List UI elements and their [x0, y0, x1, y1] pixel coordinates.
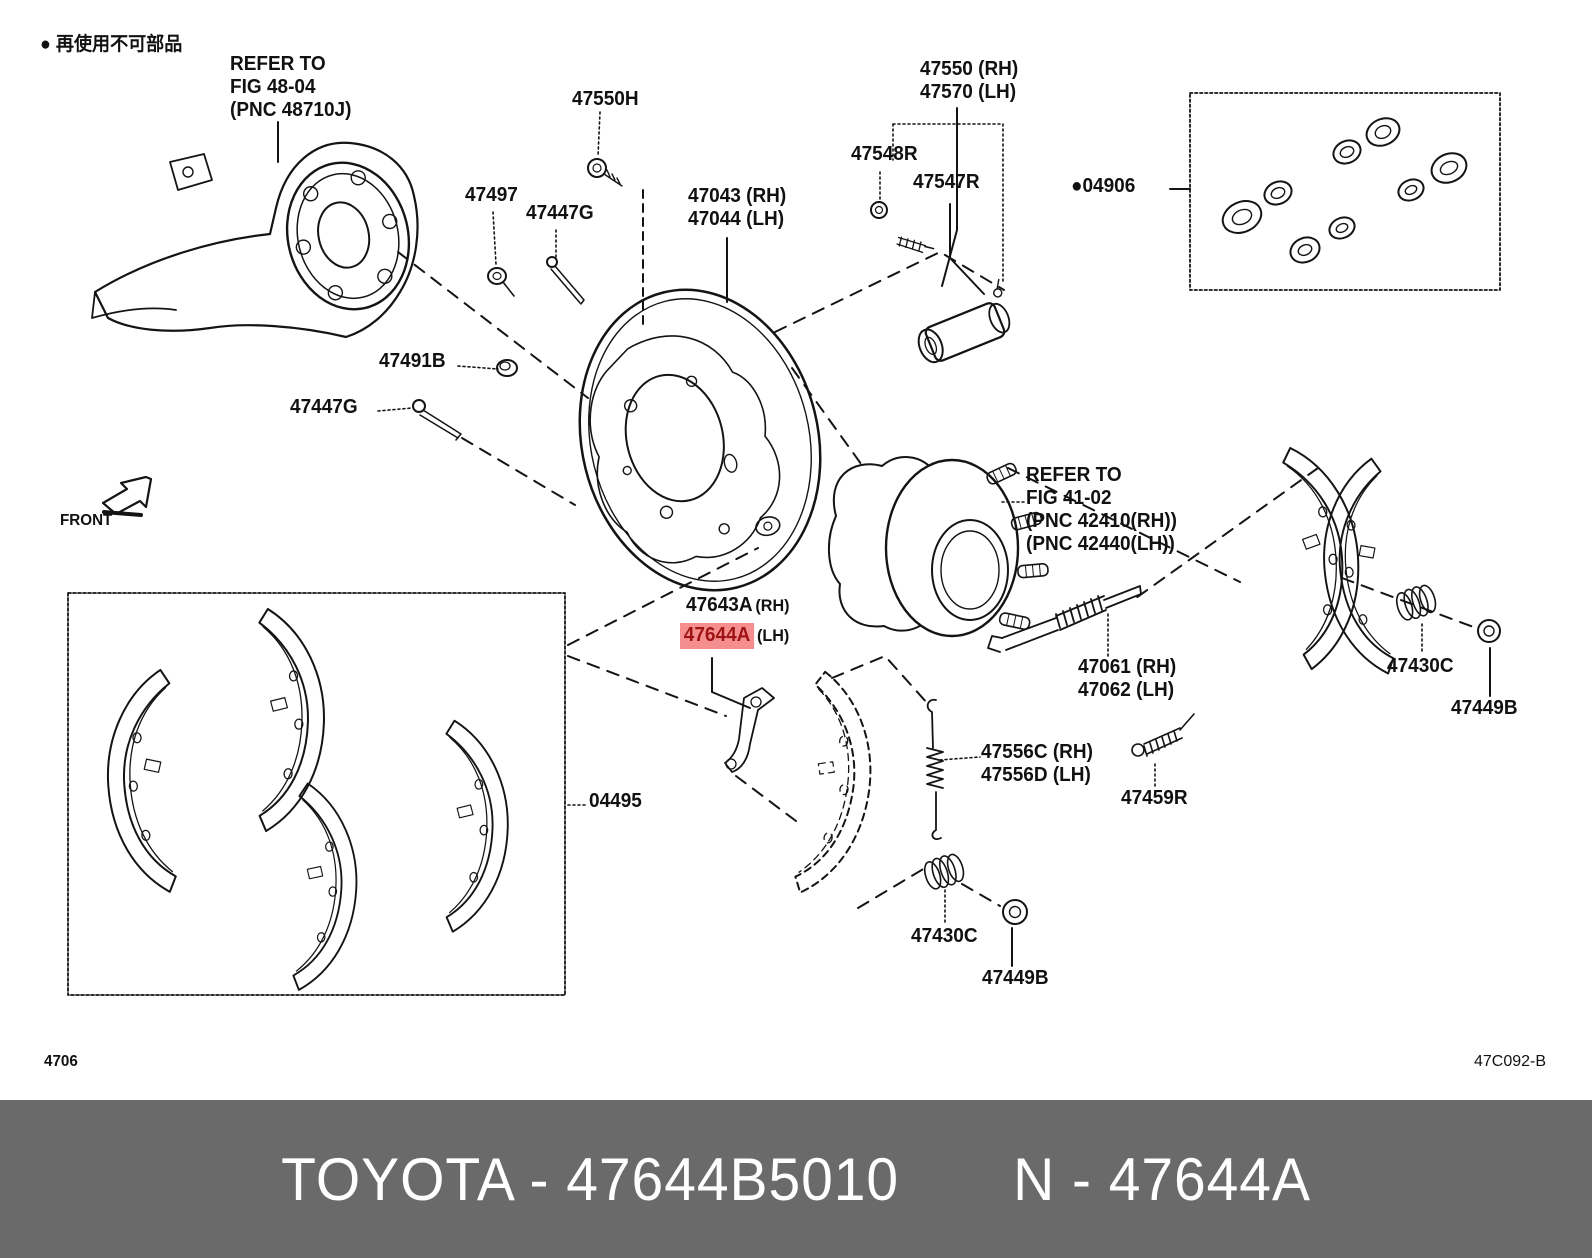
label-47497[interactable]: 47497: [465, 184, 518, 206]
pin-47447g-b-drawing: [412, 399, 462, 441]
label-47547R[interactable]: 47547R: [913, 171, 980, 193]
front-arrow-icon: [101, 475, 153, 517]
drawing-code: 47C092-B: [1474, 1053, 1547, 1070]
figure-code: 4706: [44, 1053, 78, 1070]
label-47550H[interactable]: 47550H: [572, 88, 639, 110]
backing-plate-drawing: [578, 288, 822, 592]
label-47449B-bottom[interactable]: 47449B: [982, 967, 1049, 989]
label-47556C-47556D[interactable]: 47556C (RH)47556D (LH): [981, 741, 1093, 786]
label-47643A[interactable]: 47643A(RH): [686, 594, 790, 616]
label-47449B-right[interactable]: 47449B: [1451, 697, 1518, 719]
label-47491B[interactable]: 47491B: [379, 350, 446, 372]
grommet-bottom-drawing: [1002, 899, 1028, 925]
banner-alt-part-number: N - 47644A: [1013, 1145, 1311, 1213]
nut-47548r-drawing: [870, 201, 888, 219]
wheel-cylinder-drawing: [917, 278, 1011, 364]
note-non-reusable-parts: ● 再使用不可部品: [40, 34, 183, 55]
grommet-right-drawing: [1477, 619, 1501, 643]
banner-brand-part-number: TOYOTA - 47644B5010: [281, 1145, 900, 1213]
note-front: FRONT: [60, 512, 113, 529]
pin-47497-drawing: [487, 267, 515, 297]
label-47447G-lower[interactable]: 47447G: [290, 396, 358, 418]
part-number-banner: TOYOTA - 47644B5010 N - 47644A: [0, 1100, 1592, 1258]
screw-47550h-drawing: [587, 158, 623, 187]
axle-beam-drawing: [91, 141, 419, 339]
label-47644A-highlighted[interactable]: 47644A(LH): [680, 623, 789, 649]
leader-lines-dotted: [377, 111, 1423, 925]
label-47447G-upper[interactable]: 47447G: [526, 202, 594, 224]
part-number-banner-text: TOYOTA - 47644B5010 N - 47644A: [281, 1145, 1311, 1214]
shoe-kit-drawing: [67, 592, 566, 996]
leader-lines-solid: [277, 107, 1491, 967]
parking-lever-drawing: [724, 687, 775, 773]
pin-47447g-a-drawing: [546, 256, 585, 305]
label-04495[interactable]: 04495: [589, 790, 642, 812]
bearing-kit-drawing: [1189, 92, 1501, 291]
hold-spring-bottom-drawing: [923, 853, 965, 890]
label-47459R[interactable]: 47459R: [1121, 787, 1188, 809]
assembly-dashed-lines: [397, 189, 1477, 909]
label-47548R[interactable]: 47548R: [851, 143, 918, 165]
adjuster-drawing: [987, 585, 1142, 653]
hub-bearing-drawing: [827, 456, 1049, 638]
spring-bolt-47547r-drawing: [896, 236, 935, 254]
label-47043-47044[interactable]: 47043 (RH)47044 (LH): [688, 185, 787, 230]
label-47550-47570[interactable]: 47550 (RH)47570 (LH): [920, 58, 1019, 103]
return-spring-drawing: [926, 698, 944, 840]
label-47061-47062[interactable]: 47061 (RH)47062 (LH): [1078, 656, 1177, 701]
shoe-spring-drawing: [1131, 713, 1195, 757]
label-47430C-right[interactable]: 47430C: [1387, 655, 1454, 677]
nut-47491b-drawing: [496, 359, 518, 377]
label-47430C-bottom[interactable]: 47430C: [911, 925, 978, 947]
diagram-line-art: [67, 92, 1501, 996]
label-04906[interactable]: ●04906: [1071, 175, 1136, 197]
